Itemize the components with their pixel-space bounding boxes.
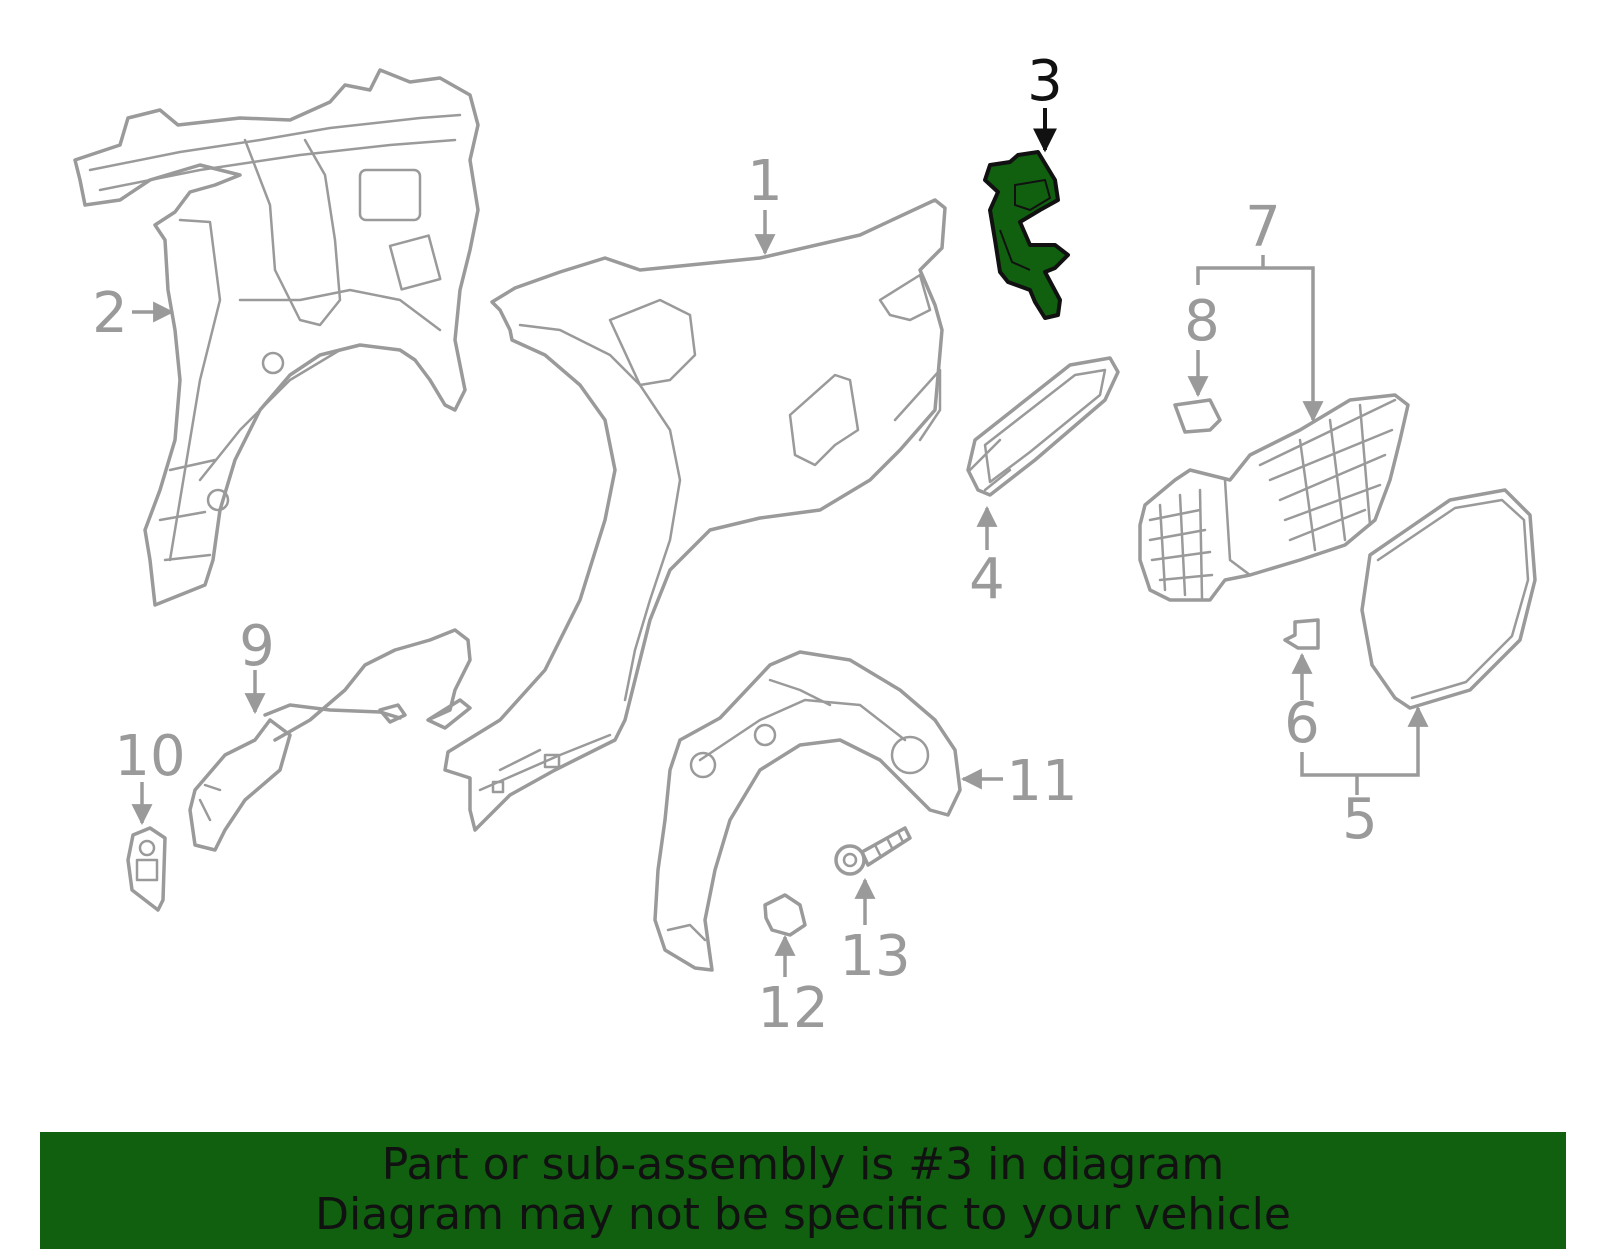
callout-9: 9 <box>239 614 275 679</box>
part-11-liner <box>653 650 962 972</box>
callout-labels: 1 2 3 4 5 6 7 8 9 10 11 12 13 <box>92 49 1378 1041</box>
info-banner: Part or sub-assembly is #3 in diagram Di… <box>40 1132 1566 1249</box>
part-12-nut <box>763 893 807 937</box>
part-2-inner-panel <box>73 68 480 607</box>
leader-7-branch <box>1196 266 1263 285</box>
part-1-quarter-panel <box>443 198 947 832</box>
callout-12: 12 <box>757 976 828 1041</box>
part-9-cable <box>188 628 472 852</box>
callout-1: 1 <box>747 149 783 214</box>
part-10-clip <box>126 826 167 912</box>
callout-6: 6 <box>1284 691 1320 756</box>
leader-5 <box>1300 705 1429 777</box>
callout-11: 11 <box>1006 749 1077 814</box>
callout-4: 4 <box>969 547 1005 612</box>
callout-10: 10 <box>114 724 185 789</box>
callout-5: 5 <box>1342 787 1378 852</box>
part-7-filler-housing <box>1138 393 1410 602</box>
part-3-bracket <box>983 150 1070 320</box>
banner-line-2: Diagram may not be specific to your vehi… <box>315 1189 1291 1240</box>
part-13-bolt <box>834 826 912 876</box>
part-5-fuel-door <box>1360 488 1537 710</box>
banner-line-1: Part or sub-assembly is #3 in diagram <box>381 1139 1225 1190</box>
part-8-clip <box>1173 398 1222 434</box>
callout-2: 2 <box>92 281 128 346</box>
callout-13: 13 <box>839 924 910 989</box>
callout-3: 3 <box>1027 49 1063 114</box>
part-6-clip <box>1283 618 1320 650</box>
leader-lines <box>131 108 1429 977</box>
callout-8: 8 <box>1184 289 1220 354</box>
leader-7 <box>1263 266 1324 423</box>
part-4-housing-frame <box>966 356 1120 497</box>
callout-7: 7 <box>1245 195 1281 260</box>
